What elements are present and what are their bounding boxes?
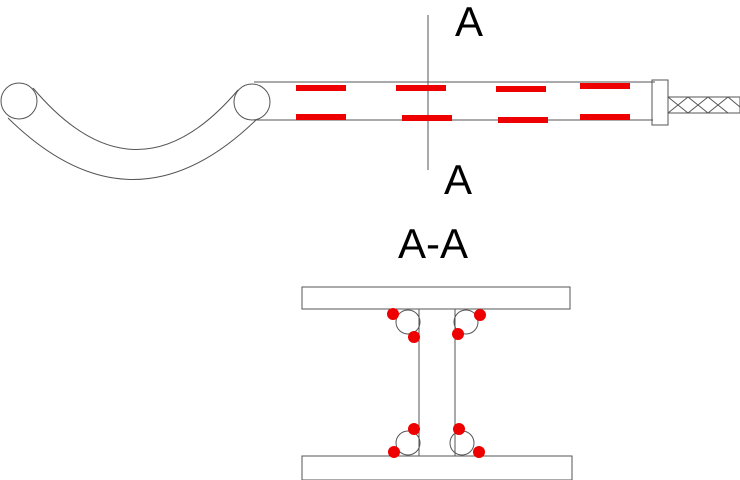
right-end-circle (233, 83, 271, 121)
rebar-dot (387, 308, 399, 320)
threaded-rod (667, 96, 740, 114)
rebar-dots (387, 308, 486, 458)
rebar-dot (473, 446, 485, 458)
rebar-dot (408, 423, 420, 435)
elevation-view (0, 15, 740, 180)
outer-arc (7, 117, 257, 180)
section-title: A-A (398, 220, 468, 267)
inner-arc (32, 87, 239, 150)
end-flange (651, 79, 669, 126)
fillet-circle (395, 430, 421, 456)
top-flange (301, 286, 571, 310)
rebar-dot (452, 328, 464, 340)
rebar-dot (453, 423, 465, 435)
rebar-dashes (296, 83, 630, 123)
fillet-circle (449, 430, 475, 456)
left-end-circle (0, 82, 38, 120)
section-label-bottom: A (444, 156, 472, 203)
rebar-dot (474, 309, 486, 321)
i-beam-section (301, 286, 573, 480)
rebar-dot (408, 331, 420, 343)
section-label-top: A (455, 0, 483, 45)
rebar-dot (388, 446, 400, 458)
fillet-circle (395, 309, 421, 335)
bottom-flange (301, 455, 573, 480)
fillet-circle (453, 309, 479, 335)
